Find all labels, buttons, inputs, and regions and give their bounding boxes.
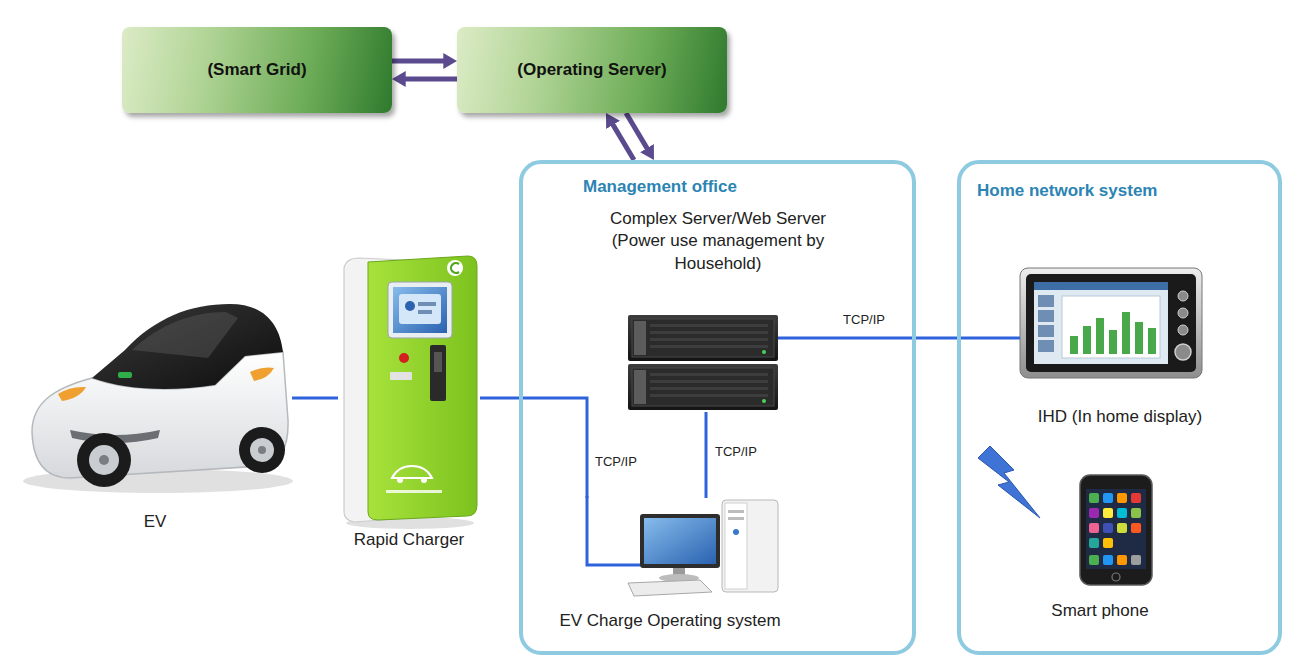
region-box: Home network systemIHD (In home display)…	[957, 160, 1282, 655]
connector	[845, 338, 1020, 339]
connector-line	[845, 337, 1020, 340]
charger-node: Rapid Charger	[338, 250, 480, 553]
connector-line	[392, 59, 449, 64]
cable-stub	[587, 338, 845, 565]
connector	[480, 398, 587, 498]
connector	[706, 412, 707, 498]
device-caption: Rapid Charger	[354, 529, 465, 551]
box-label: (Operating Server)	[517, 59, 666, 81]
connector	[292, 398, 338, 399]
connector-line	[610, 120, 634, 160]
box-label: (Smart Grid)	[207, 59, 306, 81]
server-node: Complex Server/Web Server (Power use man…	[591, 208, 845, 412]
system-box: (Operating Server)	[457, 27, 727, 113]
edge-label: TCP/IP	[713, 444, 759, 460]
computer-node: EV Charge Operating system	[545, 498, 795, 634]
connector-line	[626, 113, 650, 153]
server-illustration	[628, 315, 778, 410]
device-caption: Smart phone	[1051, 600, 1148, 622]
device-caption: EV Charge Operating system	[559, 610, 780, 632]
charger-illustration	[344, 256, 477, 529]
connector-line	[292, 397, 338, 400]
edge-label: TCP/IP	[841, 312, 887, 328]
region-box: Management officeComplex Server/Web Serv…	[519, 160, 916, 655]
phone-node: Smart phone	[1045, 472, 1155, 624]
computer-illustration	[628, 500, 778, 596]
device-caption: IHD (In home display)	[1038, 406, 1202, 428]
connector-line	[705, 412, 708, 498]
smartphone-illustration	[1080, 475, 1152, 585]
connector	[392, 61, 457, 79]
in-home-display-illustration	[1020, 268, 1202, 378]
connector	[610, 113, 650, 160]
region-heading: Management office	[583, 176, 737, 198]
electric-car	[23, 304, 293, 493]
connector-line	[400, 77, 457, 82]
system-box: (Smart Grid)	[122, 27, 392, 113]
wireless-symbol	[978, 446, 1040, 518]
edge-label: TCP/IP	[593, 454, 639, 470]
vehicle-node: EV	[18, 290, 292, 535]
device-caption: EV	[144, 511, 167, 533]
connector-line	[480, 398, 587, 498]
display-node: IHD (In home display)	[1020, 265, 1220, 430]
region-heading: Home network system	[977, 180, 1157, 202]
device-caption: Complex Server/Web Server (Power use man…	[591, 208, 845, 275]
